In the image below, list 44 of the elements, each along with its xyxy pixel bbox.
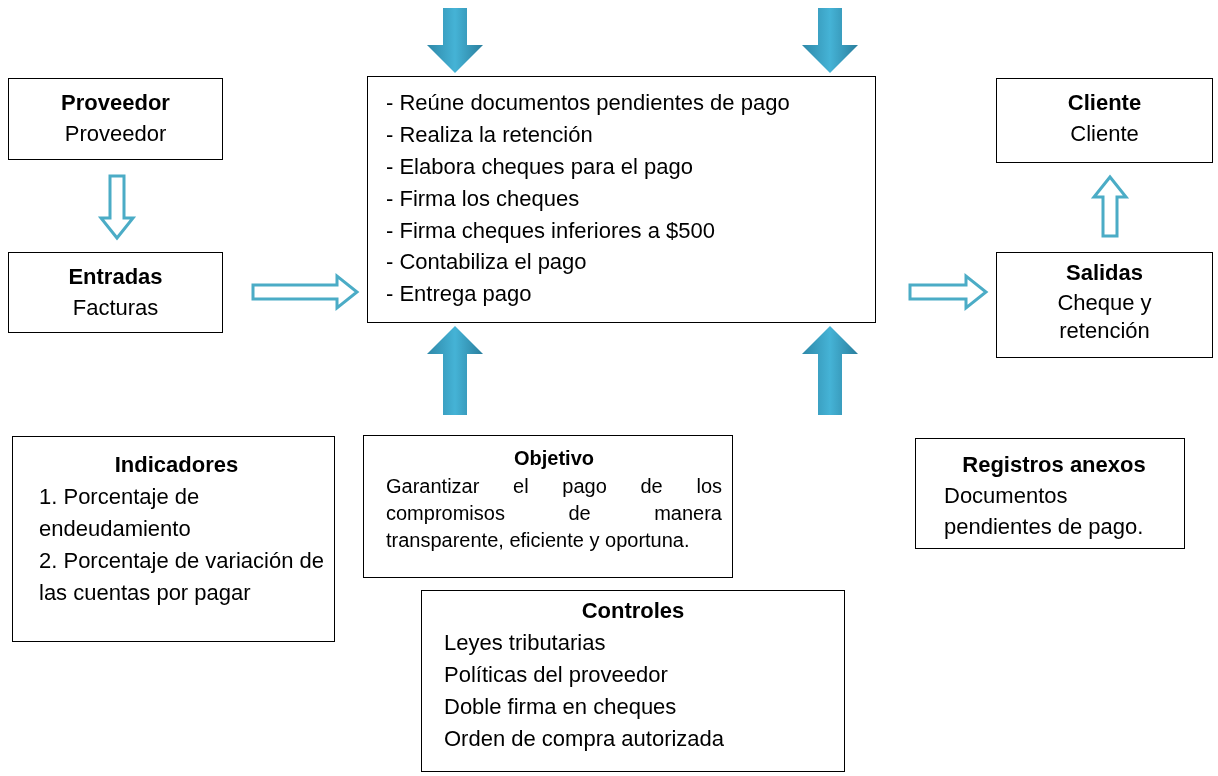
box-heading: Cliente xyxy=(1066,89,1143,117)
block-arrow xyxy=(1090,174,1130,238)
box-text: Cheque y retención xyxy=(1056,288,1153,346)
text-box xyxy=(8,78,223,160)
box-text: Proveedor xyxy=(63,119,168,148)
block-arrow xyxy=(427,8,483,73)
box-heading: Proveedor xyxy=(60,89,171,117)
list-item: - Reúne documentos pendientes de pago xyxy=(386,89,791,117)
block-arrow xyxy=(802,8,858,73)
block-arrow xyxy=(908,272,989,312)
box-heading: Registros anexos xyxy=(961,451,1147,479)
box-text: Leyes tributarias xyxy=(443,628,607,657)
block-arrow xyxy=(802,326,858,415)
box-text: Garantizar el pago de los compromisos de manera transparente, eficiente y oportuna. xyxy=(386,474,722,553)
box-text: Doble firma en cheques xyxy=(443,692,678,721)
text-box xyxy=(996,252,1213,358)
block-arrow xyxy=(97,174,137,241)
box-heading: Salidas xyxy=(1064,259,1144,287)
text-box xyxy=(363,435,733,578)
box-text: Facturas xyxy=(71,293,160,322)
list-item: - Realiza la retención xyxy=(386,120,594,149)
box-heading: Indicadores xyxy=(113,451,240,479)
block-arrow xyxy=(251,272,360,312)
box-text: Cliente xyxy=(1069,119,1140,148)
box-heading: Controles xyxy=(580,597,686,625)
box-heading: Entradas xyxy=(67,263,164,291)
text-box xyxy=(12,436,335,642)
block-arrow xyxy=(427,326,483,415)
text-box xyxy=(367,76,876,323)
text-box xyxy=(421,590,845,772)
box-text: Documentos pendientes de pago. xyxy=(943,481,1145,541)
list-item: - Elabora cheques para el pago xyxy=(386,152,694,181)
box-text: Orden de compra autorizada xyxy=(443,724,726,753)
text-box xyxy=(915,438,1185,549)
box-text: 2. Porcentaje de variación de las cuentas por pagar xyxy=(38,546,324,607)
text-box xyxy=(996,78,1213,163)
box-heading: Objetivo xyxy=(513,446,595,471)
list-item: - Entrega pago xyxy=(386,280,533,309)
text-box xyxy=(8,252,223,333)
list-item: - Firma cheques inferiores a $500 xyxy=(386,216,716,245)
list-item: - Firma los cheques xyxy=(386,184,581,213)
box-text: 1. Porcentaje de endeudamiento xyxy=(38,482,201,543)
box-text: Políticas del proveedor xyxy=(443,660,669,689)
list-item: - Contabiliza el pago xyxy=(386,248,588,277)
